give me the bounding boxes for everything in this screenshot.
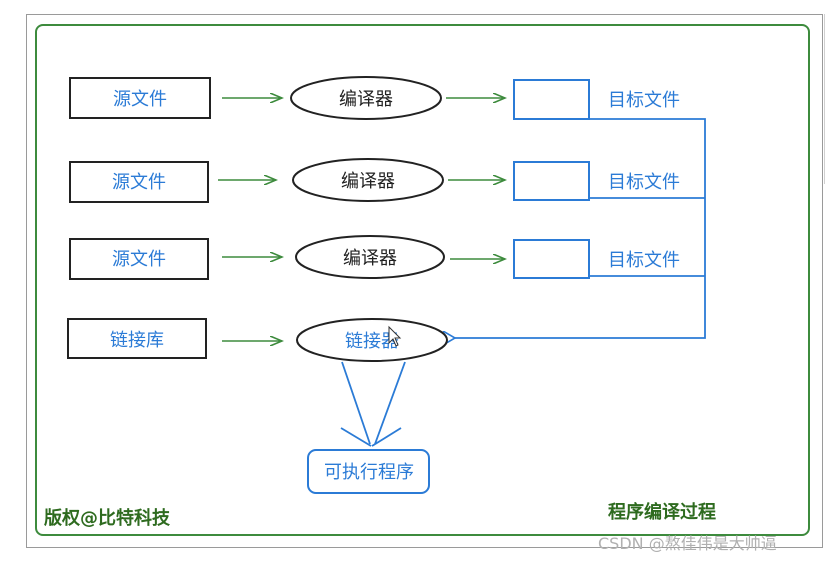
object-file-box-3 — [513, 239, 590, 279]
source-file-label-1: 源文件 — [113, 89, 167, 110]
compiler-label-2: 编译器 — [341, 171, 395, 192]
mouse-cursor-icon — [388, 325, 402, 347]
compiler-ellipse-3 — [295, 235, 445, 279]
compiler-label-1: 编译器 — [339, 89, 393, 110]
row-1: 源文件 编译器 目标文件 — [69, 76, 680, 120]
executable-box — [307, 449, 430, 494]
link-library-label: 链接库 — [110, 330, 164, 351]
source-file-label-2: 源文件 — [112, 172, 166, 193]
source-file-box-3 — [69, 238, 209, 280]
source-file-box-2 — [69, 161, 209, 203]
compiler-ellipse-2 — [292, 158, 444, 202]
object-file-label-3: 目标文件 — [608, 250, 680, 271]
object-file-label-2: 目标文件 — [608, 172, 680, 193]
source-file-label-3: 源文件 — [112, 249, 166, 270]
source-file-box-1 — [69, 77, 211, 119]
row-2: 源文件 编译器 目标文件 — [69, 158, 680, 203]
image-border — [26, 14, 823, 548]
object-files-collector-line — [455, 118, 706, 338]
object-file-label-1: 目标文件 — [608, 90, 680, 111]
compiler-ellipse-1 — [290, 76, 442, 120]
linker-to-executable-arrow — [340, 361, 406, 447]
copyright-caption: 版权@比特科技 — [44, 508, 170, 529]
compiler-label-3: 编译器 — [343, 248, 397, 269]
csdn-watermark: CSDN @熬佳伟是大帅逼 — [598, 534, 777, 553]
link-library-box — [67, 318, 207, 359]
row-4: 链接库 链接器 — [67, 318, 448, 362]
row-3: 源文件 编译器 目标文件 — [69, 235, 680, 280]
diagram-frame — [35, 24, 810, 536]
linker-ellipse — [296, 318, 448, 362]
right-edge-strip — [824, 14, 829, 184]
object-file-box-1 — [513, 79, 590, 120]
object-file-box-2 — [513, 161, 590, 201]
executable-label: 可执行程序 — [324, 462, 414, 483]
linker-label: 链接器 — [345, 331, 399, 352]
process-title-caption: 程序编译过程 — [608, 502, 716, 523]
